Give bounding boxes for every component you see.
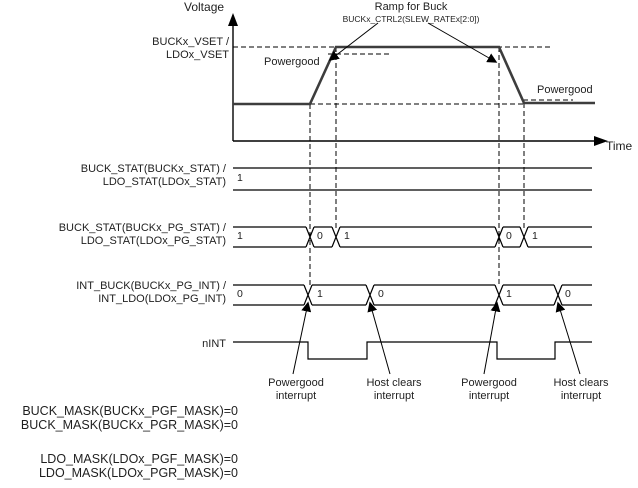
time-axis-label: Time bbox=[606, 139, 633, 153]
buck-mask-text: BUCK_MASK(BUCKx_PGF_MASK)=0 BUCK_MASK(BU… bbox=[0, 404, 238, 432]
powergood-interrupt-arrow-2 bbox=[483, 301, 501, 375]
pg-int-crossovers bbox=[303, 284, 563, 306]
interrupt-arrows bbox=[292, 301, 581, 375]
y-axis-arrow-icon bbox=[228, 13, 238, 26]
buck-pgr-mask-line: BUCK_MASK(BUCKx_PGR_MASK)=0 bbox=[20, 418, 238, 432]
signal-label-pg-stat-line2: LDO_STAT(LDOx_PG_STAT) bbox=[80, 234, 226, 247]
annotation-line: interrupt bbox=[560, 389, 602, 402]
powergood-interrupt-arrow-1 bbox=[292, 301, 312, 375]
pg-stat-crossovers bbox=[305, 226, 529, 248]
bus-value: 1 bbox=[237, 230, 243, 242]
ldo-pgf-mask-line: LDO_MASK(LDOx_PGF_MASK)=0 bbox=[40, 452, 238, 466]
annotation-line: Host clears bbox=[553, 377, 609, 389]
signal-label-pg-int: INT_BUCK(BUCKx_PG_INT) / INT_LDO(LDOx_PG… bbox=[0, 280, 226, 305]
vset-label: BUCKx_VSET / LDOx_VSET bbox=[40, 36, 229, 61]
stat-bus-rails bbox=[233, 167, 592, 191]
bus-value: 1 bbox=[532, 230, 538, 242]
nint-label: nINT bbox=[202, 338, 226, 350]
bus-value: 0 bbox=[506, 230, 512, 242]
host-clears-arrow-2 bbox=[555, 301, 581, 375]
ldo-mask-text: LDO_MASK(LDOx_PGF_MASK)=0 LDO_MASK(LDOx_… bbox=[0, 452, 238, 480]
annotation-line: Powergood bbox=[268, 377, 324, 389]
annotation-line: interrupt bbox=[468, 389, 510, 402]
ramp-annotation: Ramp for Buck BUCKx_CTRL2(SLEW_RATEx[2:0… bbox=[306, 1, 516, 24]
signal-label-stat-line1: BUCK_STAT(BUCKx_STAT) / bbox=[80, 163, 226, 175]
buck-pgf-mask-line: BUCK_MASK(BUCKx_PGF_MASK)=0 bbox=[22, 404, 238, 418]
voltage-axis-label: Voltage bbox=[184, 0, 225, 14]
annotation-host-clears-2: Host clears interrupt bbox=[531, 377, 631, 402]
powergood-fall-label: Powergood bbox=[537, 84, 593, 96]
bus-value: 1 bbox=[506, 288, 512, 300]
x-axis-arrow-icon bbox=[594, 136, 608, 146]
ramp-leader-arrows bbox=[328, 22, 498, 63]
bus-value: 0 bbox=[378, 288, 384, 300]
vset-label-line2: LDOx_VSET bbox=[166, 48, 229, 61]
signal-label-pg-int-line2: INT_LDO(LDOx_PG_INT) bbox=[98, 292, 226, 305]
bus-value: 1 bbox=[317, 288, 323, 300]
signal-label-pg-stat-line1: BUCK_STAT(BUCKx_PG_STAT) / bbox=[58, 222, 226, 234]
annotation-line: interrupt bbox=[275, 389, 317, 402]
voltage-axis bbox=[232, 24, 596, 142]
bus-value: 1 bbox=[344, 230, 350, 242]
bus-value: 0 bbox=[237, 288, 243, 300]
stat-bus-row bbox=[233, 167, 592, 191]
signal-label-stat-line2: LDO_STAT(LDOx_STAT) bbox=[102, 175, 226, 188]
bus-value: 0 bbox=[317, 230, 323, 242]
ramp-label-line2: BUCKx_CTRL2(SLEW_RATEx[2:0]) bbox=[342, 13, 480, 24]
bus-value: 0 bbox=[565, 288, 571, 300]
signal-label-stat: BUCK_STAT(BUCKx_STAT) / LDO_STAT(LDOx_ST… bbox=[0, 163, 226, 188]
host-clears-arrow-1 bbox=[367, 301, 391, 375]
reference-dashed-lines bbox=[233, 46, 573, 287]
vset-label-line1: BUCKx_VSET / bbox=[152, 36, 229, 48]
ramp-label-line1: Ramp for Buck bbox=[374, 1, 448, 13]
pg-int-bus-row bbox=[233, 284, 592, 306]
ldo-pgr-mask-line: LDO_MASK(LDOx_PGR_MASK)=0 bbox=[38, 466, 238, 480]
bus-value: 1 bbox=[237, 172, 243, 184]
annotation-line: Powergood bbox=[461, 377, 517, 389]
pg-stat-bus-row bbox=[233, 226, 592, 248]
powergood-rise-label: Powergood bbox=[264, 56, 320, 68]
annotation-host-clears-1: Host clears interrupt bbox=[344, 377, 444, 402]
annotation-line: interrupt bbox=[373, 389, 415, 402]
voltage-waveform bbox=[233, 45, 595, 106]
signal-label-pg-stat: BUCK_STAT(BUCKx_PG_STAT) / LDO_STAT(LDOx… bbox=[0, 222, 226, 247]
ramp-fall-arrow bbox=[427, 22, 498, 63]
nint-waveform bbox=[233, 341, 592, 360]
signal-label-pg-int-line1: INT_BUCK(BUCKx_PG_INT) / bbox=[76, 280, 226, 292]
annotation-line: Host clears bbox=[366, 377, 422, 389]
annotation-powergood-interrupt-2: Powergood interrupt bbox=[439, 377, 539, 402]
ramp-rise-arrow bbox=[328, 22, 379, 61]
annotation-powergood-interrupt-1: Powergood interrupt bbox=[246, 377, 346, 402]
